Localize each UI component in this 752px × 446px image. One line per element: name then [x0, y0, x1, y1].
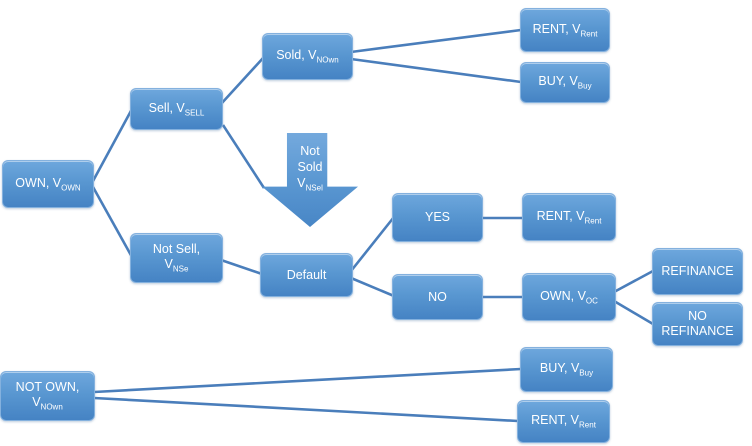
node-rent-mid-label: RENT, VRent: [536, 208, 602, 226]
node-sold-label: Sold, VNOwn: [276, 48, 339, 65]
node-not-own: NOT OWN,VNOwn: [0, 371, 95, 421]
connector-not-own-buy-bottom: [93, 367, 522, 394]
node-sold: Sold, VNOwn: [262, 33, 353, 80]
node-default: Default: [260, 253, 353, 297]
node-buy-bottom: BUY, VBuy: [520, 347, 613, 392]
connector-own-oc-no-refinance: [613, 299, 654, 326]
node-yes: YES: [392, 193, 483, 242]
node-rent-bottom-label: RENT, VRent: [531, 413, 596, 430]
node-own-label: OWN, VOWN: [15, 175, 81, 193]
node-buy-top: BUY, VBuy: [520, 62, 610, 103]
node-rent-mid: RENT, VRent: [522, 193, 616, 241]
node-buy-bottom-label: BUY, VBuy: [539, 361, 594, 378]
connector-default-no: [350, 276, 395, 298]
connector-own-not-sell: [91, 186, 134, 258]
node-refinance-label: REFINANCE: [661, 264, 734, 278]
connector-default-yes: [349, 216, 396, 272]
connector-not-sell-default: [220, 258, 263, 276]
connector-sold-buy-top: [350, 57, 522, 84]
node-yes-label: YES: [424, 210, 450, 224]
node-own-oc-label: OWN, VOC: [540, 288, 598, 306]
node-buy-top-label: BUY, VBuy: [538, 74, 592, 91]
node-rent-top-label: RENT, VRent: [532, 21, 598, 39]
node-sell-label: Sell, VSELL: [148, 100, 205, 118]
node-rent-bottom: RENT, VRent: [517, 400, 610, 443]
connector-not-own-rent-bottom: [93, 396, 519, 423]
node-not-sell: Not Sell,VNSe: [130, 233, 223, 283]
node-no: NO: [392, 274, 483, 320]
connector-sell-sold: [220, 56, 265, 105]
node-own: OWN, VOWN: [2, 160, 94, 208]
node-sell: Sell, VSELL: [130, 88, 223, 130]
node-no-label: NO: [428, 289, 447, 304]
connector-own-oc-refinance: [613, 269, 654, 294]
connector-own-sell: [91, 108, 134, 182]
not-sold-arrow-label: Not Sold VNSel: [297, 144, 323, 193]
node-rent-top: RENT, VRent: [520, 8, 610, 52]
connector-sold-rent-top: [350, 28, 522, 54]
node-default-label: Default: [286, 267, 327, 282]
node-refinance: REFINANCE: [652, 248, 743, 295]
connector-sell-not-sold-arrow: [221, 124, 266, 189]
node-not-own-label: NOT OWN,VNOwn: [15, 380, 80, 412]
node-not-sell-label: Not Sell,VNSe: [152, 242, 201, 274]
node-own-oc: OWN, VOC: [522, 273, 616, 321]
